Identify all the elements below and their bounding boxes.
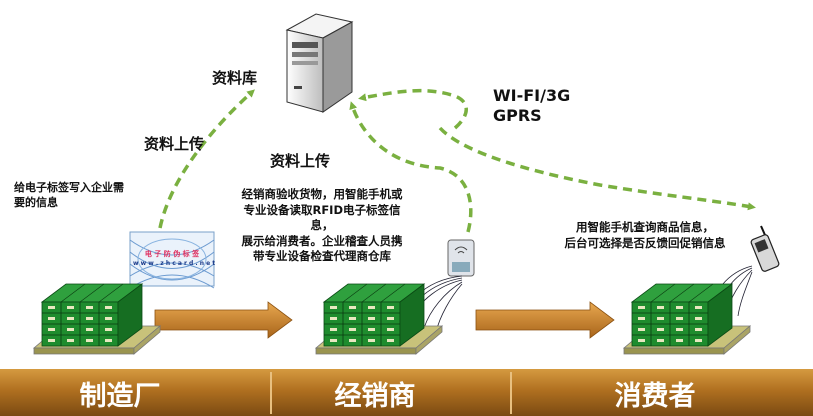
rfid-reader-icon: [447, 239, 475, 277]
manufacturer-description: 给电子标签写入企业需 要的信息: [14, 181, 124, 209]
server-icon: [285, 13, 354, 113]
flow-arrow-distributor-to-consumer: [475, 301, 615, 339]
rfid-tag-card-icon: [129, 231, 215, 289]
pallet-icon: [622, 283, 752, 355]
flow-arrow-manufacturer-to-distributor: [154, 301, 293, 339]
mobile-phone-icon: [750, 225, 780, 272]
network-arrow-to-server: [358, 88, 468, 130]
stage-consumer: 消费者: [614, 381, 696, 412]
banner-divider: [270, 372, 272, 414]
tag-card-text: 电 子 防 伪 标 签 w w w . z h c a r d . n e t: [133, 250, 216, 267]
pallet-icon: [314, 283, 444, 355]
label-upload-center: 资料上传: [270, 152, 331, 170]
label-upload-left: 资料上传: [144, 135, 205, 153]
bottom-banner: [0, 369, 813, 416]
distributor-description: 经销商验收货物，用智能手机或 专业设备读取RFID电子标签信 息， 展示给消费者…: [241, 187, 403, 263]
banner-divider: [510, 372, 512, 414]
stage-distributor: 经销商: [334, 381, 416, 412]
upload-arrow-left: [158, 89, 255, 229]
pallet-icon: [32, 283, 162, 355]
upload-arrow-center: [349, 101, 473, 233]
label-network-2: GPRS: [493, 106, 542, 125]
consumer-description: 用智能手机查询商品信息， 后台可选择是否反馈回促销信息: [564, 220, 726, 250]
network-arrow-to-consumer: [438, 126, 756, 211]
label-database: 资料库: [212, 69, 258, 87]
stage-manufacturer: 制造厂: [79, 381, 161, 412]
label-network-1: WI-FI/3G: [493, 86, 571, 105]
